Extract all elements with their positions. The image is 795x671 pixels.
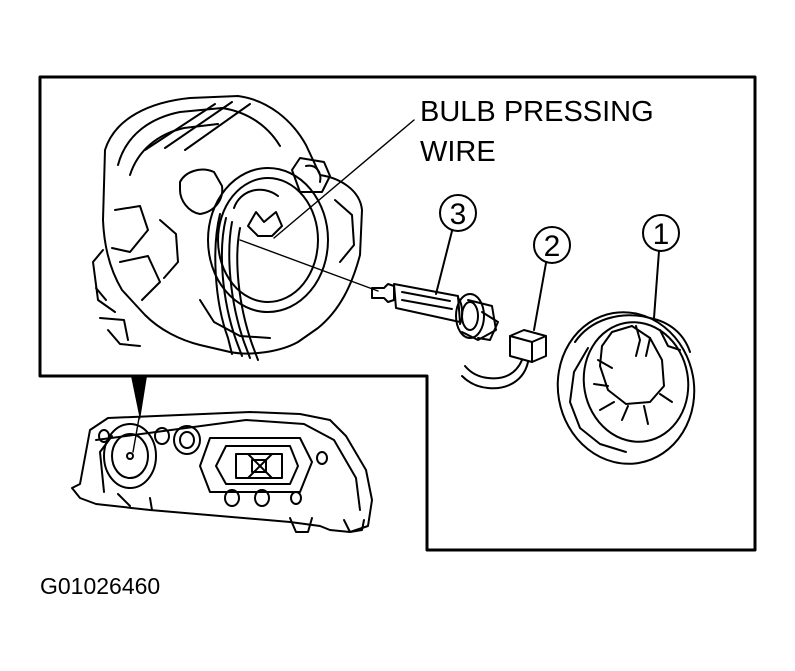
callout-leader-line <box>273 119 415 239</box>
part-number-1: 1 <box>653 218 670 251</box>
location-pointer-arrow <box>131 376 147 420</box>
bulb-pressing-wire <box>214 211 283 361</box>
part-callout-1: 1 <box>642 214 680 319</box>
part-number-2: 2 <box>544 230 561 263</box>
part-callout-3: 3 <box>435 194 477 295</box>
diagram-frame <box>38 75 757 552</box>
bulb-socket-ring <box>207 167 329 313</box>
callout-text-line2: WIRE <box>420 136 496 168</box>
figure-code: G01026460 <box>40 573 160 599</box>
headlamp-assembly-inset <box>71 411 373 533</box>
insertion-axis-line <box>239 239 379 292</box>
headlamp-housing <box>92 95 363 355</box>
callout-text-line1: BULB PRESSING <box>420 96 654 128</box>
part-callout-2: 2 <box>533 226 571 331</box>
connector-part-2 <box>461 329 547 390</box>
rear-cap-part-1 <box>556 311 696 465</box>
bulb-part-3 <box>371 283 499 341</box>
part-number-3: 3 <box>450 198 467 231</box>
